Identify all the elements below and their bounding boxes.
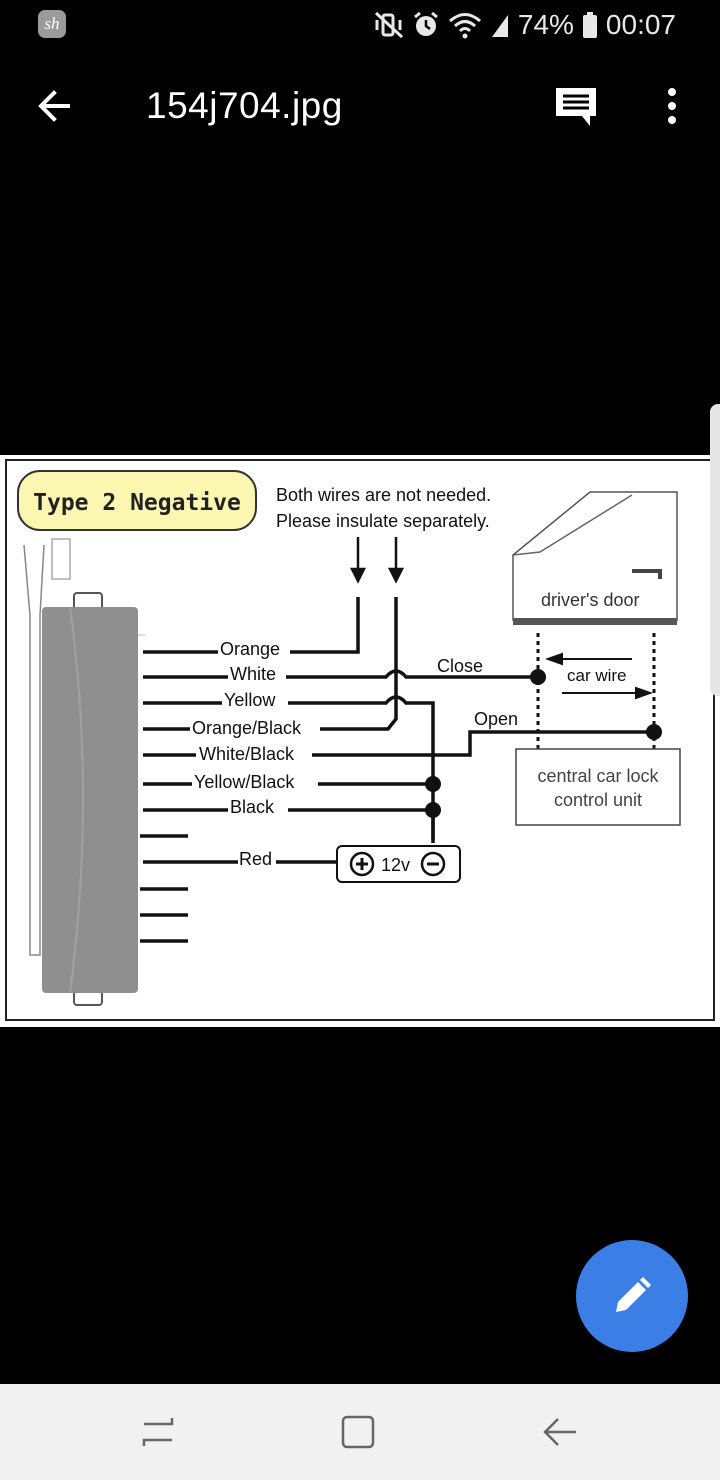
vibrate-mute-icon <box>374 11 403 39</box>
label-red: Red <box>239 849 272 869</box>
back-icon <box>543 1418 576 1446</box>
wire-white-black <box>143 730 654 757</box>
edit-fab[interactable] <box>576 1240 688 1352</box>
alarm-icon <box>413 11 438 36</box>
scroll-handle[interactable] <box>710 404 720 696</box>
wire-orange-black <box>143 597 398 731</box>
note-arrows <box>349 537 405 584</box>
label-orange-black: Orange/Black <box>192 718 302 738</box>
note-line-2: Please insulate separately. <box>276 511 490 531</box>
system-back-button[interactable] <box>536 1408 584 1456</box>
control-unit-line-1: central car lock <box>537 766 659 786</box>
more-vert-icon <box>668 88 676 124</box>
app-bar: 154j704.jpg <box>0 60 720 152</box>
battery-icon <box>582 12 597 38</box>
label-orange: Orange <box>220 639 280 659</box>
app-notification-icon: sh <box>38 10 66 38</box>
status-icons: 74% 00:07 <box>374 6 676 44</box>
navigation-bar <box>0 1384 720 1480</box>
clock: 00:07 <box>605 9 676 40</box>
battery-percent: 74% <box>517 9 574 40</box>
status-bar: sh 74% 00:07 <box>0 0 720 50</box>
label-open: Open <box>474 709 518 729</box>
recents-icon <box>142 1418 174 1446</box>
label-black: Black <box>230 797 275 817</box>
signal-icon <box>491 15 508 37</box>
more-options-button[interactable] <box>652 82 692 130</box>
recents-button[interactable] <box>134 1408 182 1456</box>
label-yellow-black: Yellow/Black <box>194 772 295 792</box>
home-icon <box>341 1415 375 1449</box>
label-white-black: White/Black <box>199 744 295 764</box>
control-unit-line-2: control unit <box>554 790 642 810</box>
car-wire-label: car wire <box>567 666 627 685</box>
control-unit-box <box>515 748 681 826</box>
label-yellow: Yellow <box>224 690 276 710</box>
car-wire-arrows <box>545 652 653 700</box>
wire-orange <box>143 597 360 654</box>
label-close: Close <box>437 656 483 676</box>
drivers-door: driver's door <box>512 491 678 625</box>
alarm-module <box>23 538 145 1006</box>
file-title: 154j704.jpg <box>146 85 343 126</box>
type-badge <box>17 470 257 531</box>
comment-icon <box>556 88 596 126</box>
module-wire-stubs <box>140 834 188 943</box>
battery-12v: 12v <box>336 810 461 883</box>
back-button[interactable] <box>30 82 82 130</box>
wifi-icon <box>448 13 481 39</box>
comment-button[interactable] <box>550 82 602 130</box>
battery-label: 12v <box>381 855 410 875</box>
type-badge-label: Type 2 Negative <box>33 490 241 516</box>
pencil-icon <box>616 1277 651 1312</box>
note-line-1: Both wires are not needed. <box>276 485 491 505</box>
wires <box>143 597 654 864</box>
viewed-image[interactable]: Type 2 Negative Both wires are not neede… <box>0 455 720 1027</box>
door-label: driver's door <box>541 590 639 610</box>
wiring-diagram: Type 2 Negative Both wires are not neede… <box>5 459 715 1021</box>
label-white: White <box>230 664 276 684</box>
home-button[interactable] <box>334 1408 382 1456</box>
back-arrow-icon <box>38 90 70 122</box>
